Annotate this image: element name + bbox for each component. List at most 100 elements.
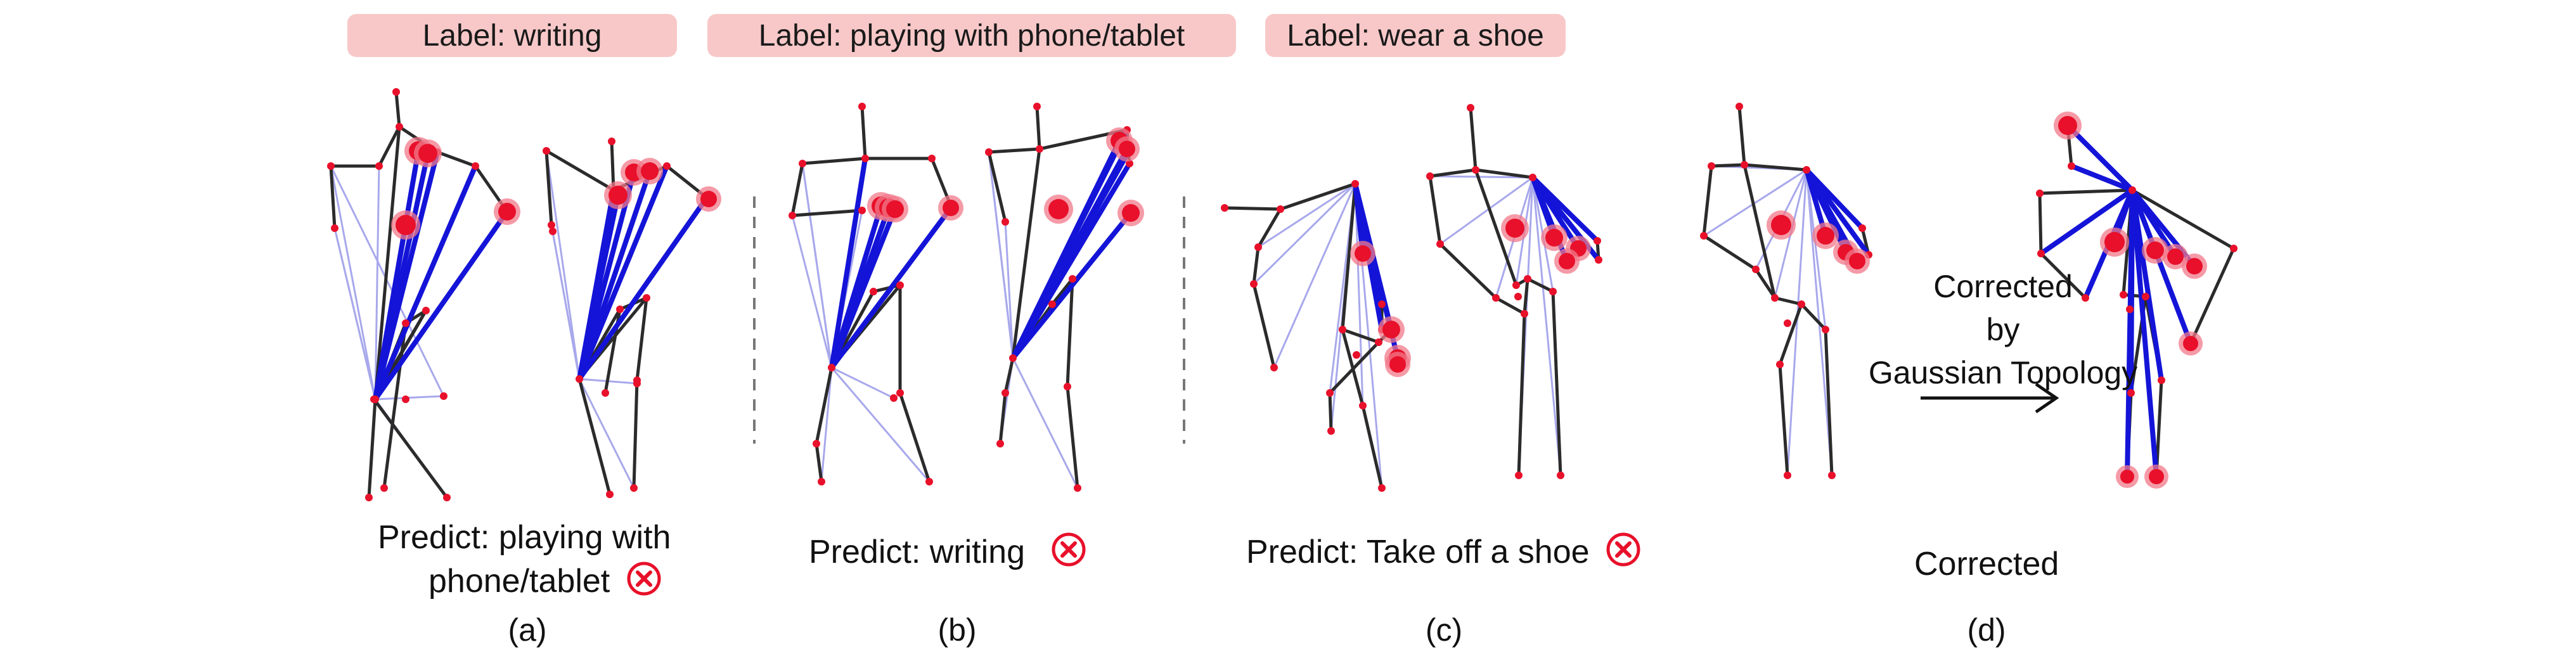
faint-edge-d1: [1703, 169, 1808, 237]
joint-a2-t1: [633, 380, 641, 387]
bone-d1: [1754, 267, 1777, 300]
joint-c1-neck: [1277, 205, 1284, 213]
bone-b2: [987, 147, 1041, 154]
faint-edge-b1: [820, 366, 833, 483]
bone-b2: [998, 391, 1007, 446]
joint-b1-h3: [886, 200, 904, 218]
strong-edge-b2: [1010, 210, 1133, 361]
joint-c2-h2: [1545, 229, 1563, 247]
strong-edge-d1: [1804, 167, 1865, 231]
strong-edge-b1: [829, 207, 898, 370]
bone-d1: [1778, 302, 1803, 366]
joint-c2-lh: [1512, 281, 1520, 289]
faint-edge-b2: [1004, 221, 1014, 359]
strong-edge-d2: [2128, 188, 2135, 395]
joint-b2-h3: [1122, 204, 1140, 222]
joint-c2-neck: [1472, 166, 1479, 174]
joint-d2-ls: [2036, 190, 2044, 197]
correction-note-line2: by: [1986, 312, 2020, 347]
joint-d2-lh: [2120, 291, 2127, 299]
joint-c1-lh: [1339, 326, 1346, 333]
bone-a2: [632, 378, 639, 490]
bone-c2: [1428, 174, 1442, 246]
joint-a1-lf: [380, 484, 388, 492]
prediction-a-line1: Predict: playing with: [378, 519, 671, 556]
bone-d1: [1773, 296, 1803, 306]
joint-b2-t1: [1048, 199, 1069, 219]
joint-b1-ls: [799, 160, 806, 167]
bone-c2: [1517, 312, 1526, 477]
joint-c2-la: [1515, 472, 1523, 479]
joint-b1-rw: [943, 200, 959, 216]
label-pill-b: Label: playing with phone/tablet: [707, 14, 1236, 57]
bone-d1: [1824, 328, 1834, 477]
faint-edge-a1: [374, 395, 445, 401]
joint-c2-hip: [1514, 293, 1522, 300]
joint-d2-lw: [2082, 294, 2089, 302]
joint-c2-h1: [1505, 219, 1524, 238]
strong-edge-a2: [577, 188, 616, 382]
joint-b2-lh: [1048, 300, 1056, 308]
joint-d1-ls: [1708, 162, 1715, 170]
joint-c1-head: [1221, 204, 1228, 212]
joint-b1-la: [818, 478, 825, 485]
wrong-prediction-icon: [1605, 531, 1642, 577]
wrong-prediction-icon: [1050, 531, 1087, 577]
bone-d1: [1702, 234, 1758, 271]
prediction-d: Corrected: [1914, 546, 2059, 582]
bone-c2: [1494, 296, 1526, 316]
joint-a2-head: [608, 138, 615, 145]
label-pill-c: Label: wear a shoe: [1265, 14, 1566, 57]
joint-b2-rh: [1069, 275, 1076, 283]
faint-edge-d1: [1805, 169, 1827, 331]
bone-a2: [544, 149, 553, 227]
joint-c1-h3: [1355, 245, 1371, 262]
strong-edge-a1: [373, 164, 478, 402]
faint-edge-b1: [801, 162, 833, 369]
joint-b2-hip: [1009, 354, 1017, 362]
joint-d2-rh: [2142, 293, 2149, 300]
bone-c1: [1252, 245, 1260, 286]
joint-d1-le: [1700, 232, 1708, 240]
prediction-c: Predict: Take off a shoe: [1246, 531, 1642, 577]
joint-a2-lw: [549, 228, 557, 235]
joint-d1-t1: [1849, 253, 1865, 269]
joint-b2-ls: [985, 148, 993, 156]
faint-edge-c1: [1257, 183, 1356, 248]
strong-edge-b1: [829, 156, 868, 370]
joint-d2-re: [2230, 245, 2238, 252]
joint-a2-la: [606, 491, 614, 498]
bone-c1: [1341, 328, 1381, 344]
joint-d2-h1: [2104, 232, 2125, 252]
joint-c2-le: [1436, 240, 1444, 248]
bone-b2: [1066, 277, 1074, 389]
bone-a1: [435, 150, 477, 168]
bone-c1: [1223, 206, 1282, 211]
correction-note-line1: Corrected: [1933, 269, 2073, 304]
bone-d1: [1742, 163, 1777, 300]
joint-d2-le: [2037, 250, 2045, 257]
joint-a1-le: [327, 162, 335, 170]
strong-edge-d2: [2130, 188, 2193, 346]
joint-a2-h3: [609, 186, 628, 205]
joint-b2-lk: [1001, 389, 1009, 397]
faint-edge-b2: [988, 151, 1014, 359]
bone-b1: [790, 209, 864, 217]
joint-d2-head: [2058, 116, 2077, 135]
joint-d2-t1: [2186, 258, 2203, 274]
joint-b1-lw: [858, 207, 866, 214]
joint-c1-le: [1250, 280, 1258, 288]
bone-b1: [790, 162, 804, 217]
bone-d1: [1742, 163, 1808, 172]
joint-b2-rk: [1064, 383, 1071, 390]
bone-d2: [2130, 188, 2236, 250]
joint-b1-rh: [896, 281, 904, 289]
bone-c1: [1361, 404, 1384, 490]
bone-a2: [544, 149, 615, 192]
strong-edge-a2: [577, 195, 709, 382]
joint-c1-rs: [1351, 180, 1359, 188]
bone-b1: [872, 283, 902, 293]
bone-c1: [1341, 182, 1357, 331]
joint-c1-lw: [1270, 364, 1278, 371]
